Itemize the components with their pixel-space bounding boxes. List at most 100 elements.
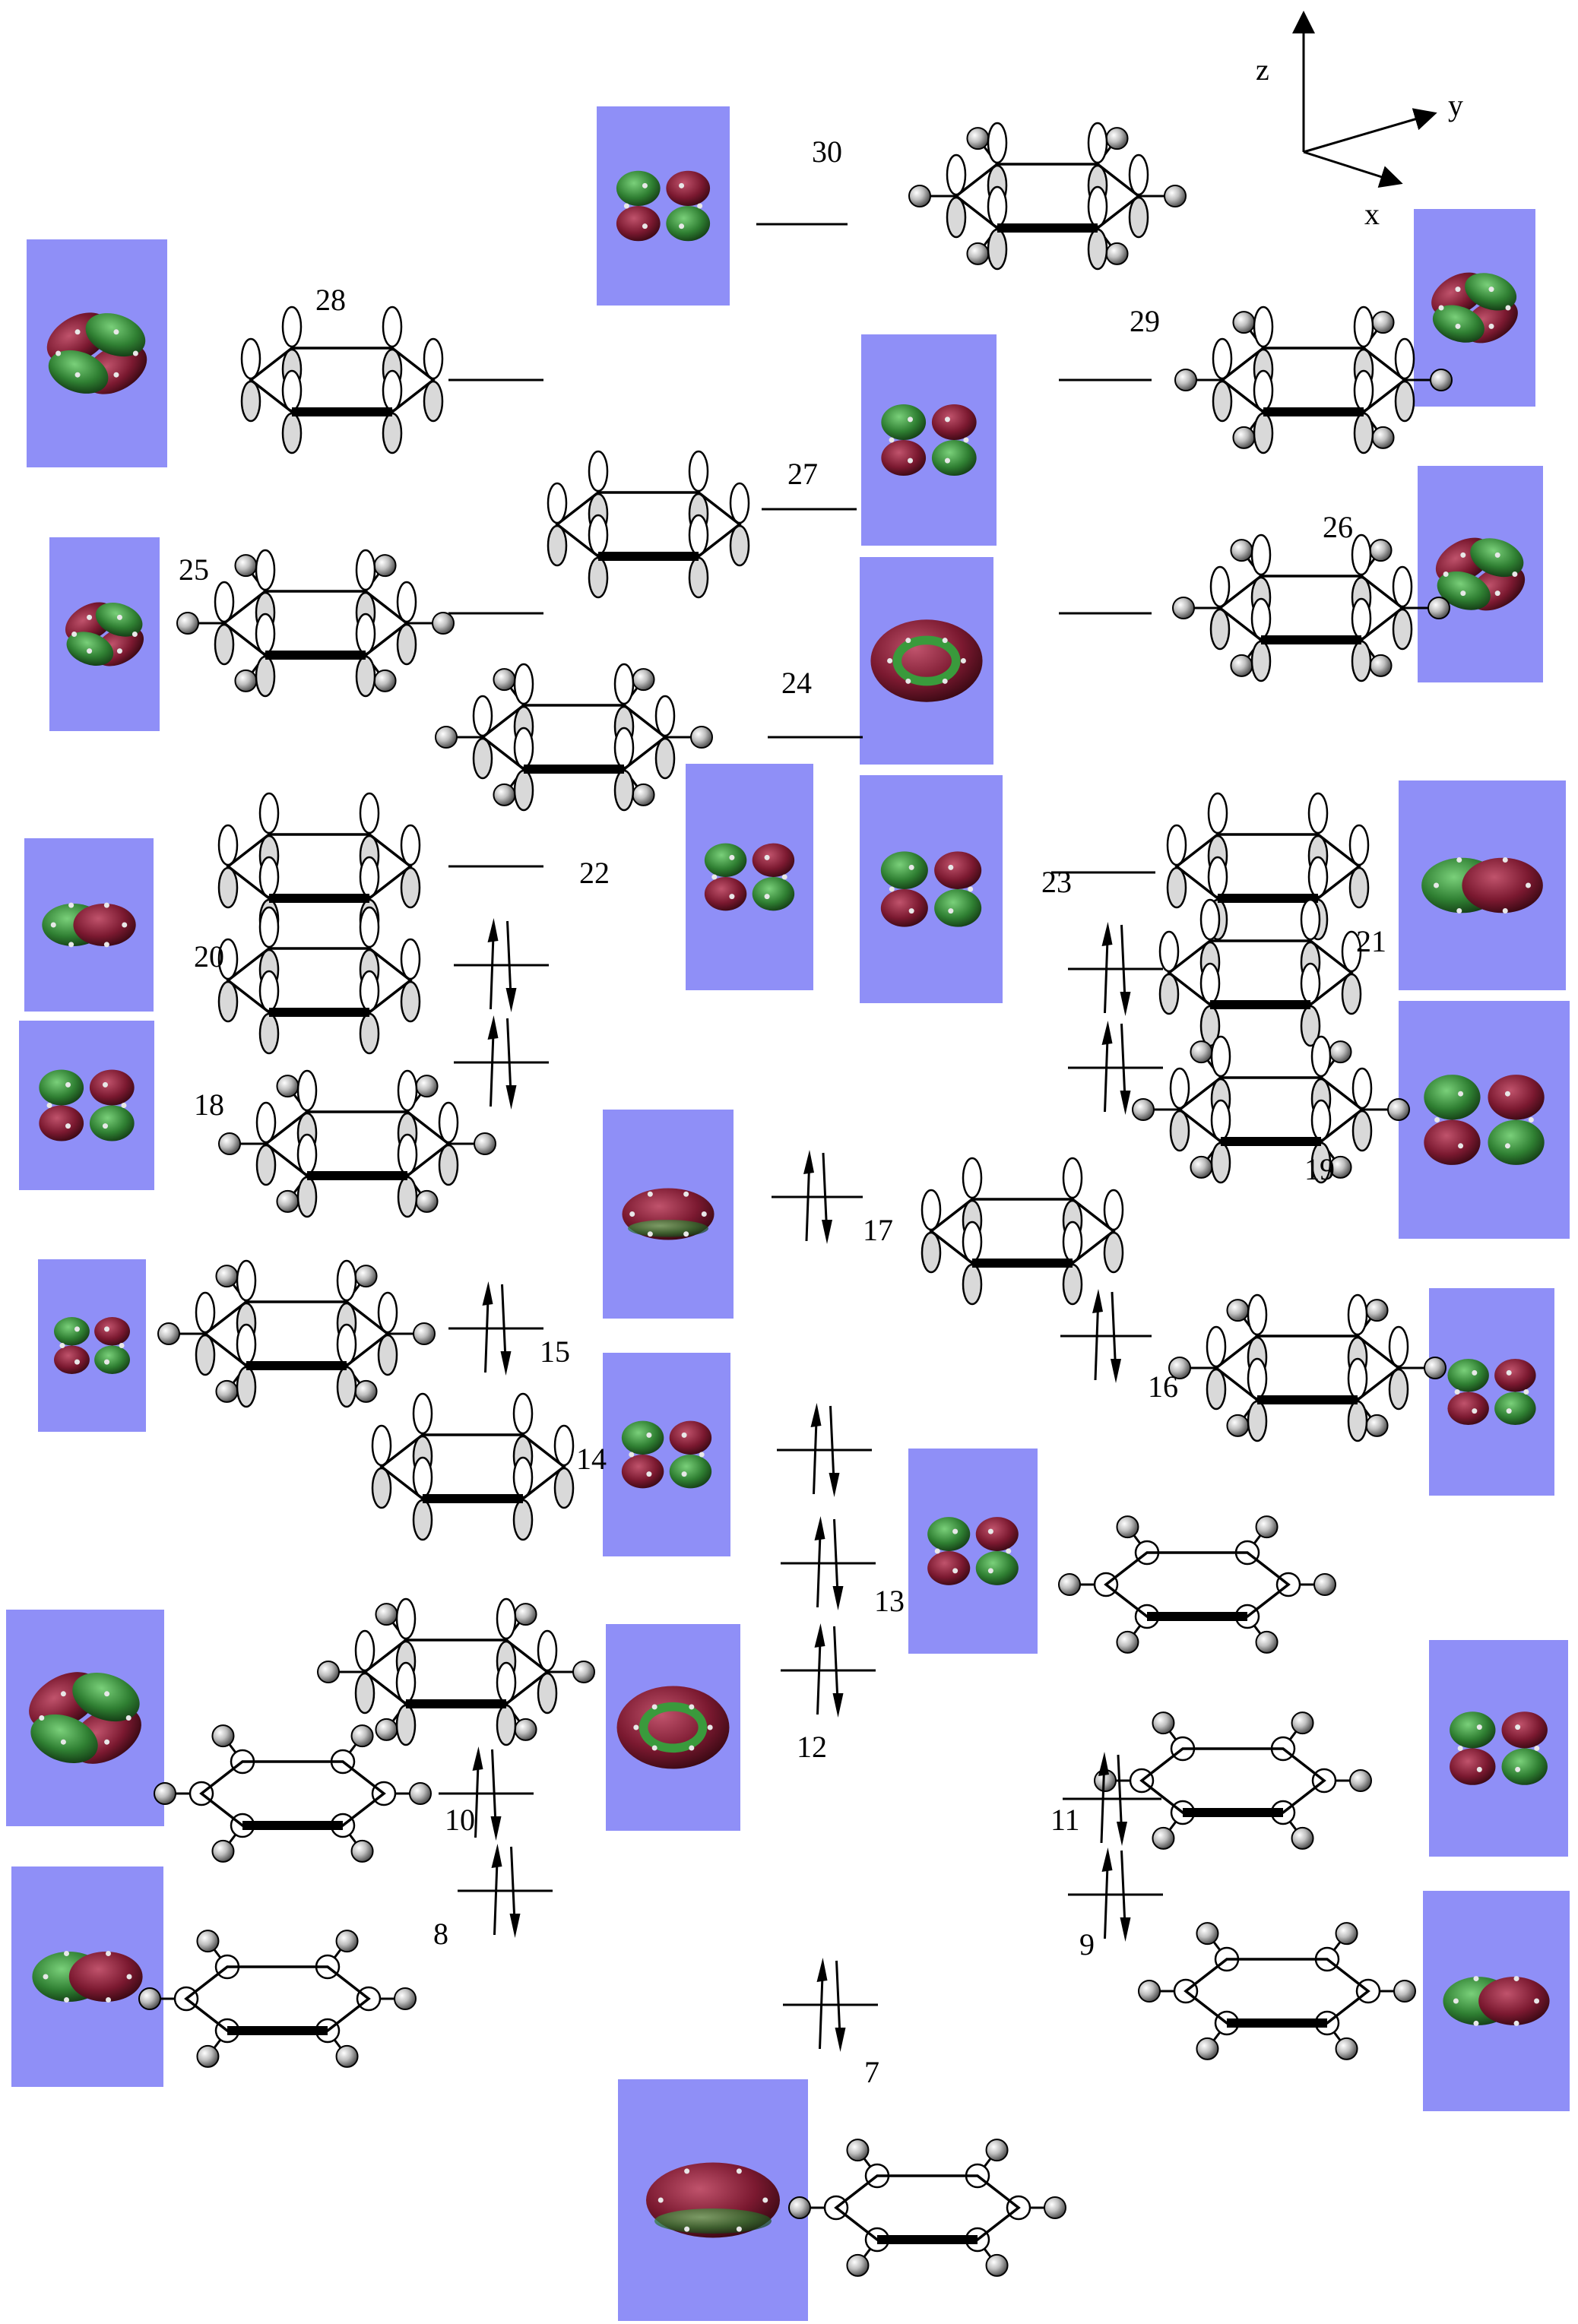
orbital-render-panels (6, 106, 1570, 2321)
energy-level-12 (781, 1623, 876, 1718)
orbital-render-panel-13 (908, 1449, 1038, 1654)
ring-sketch-11 (1094, 1711, 1372, 1850)
energy-level-16 (1060, 1289, 1152, 1383)
spin-down-arrow-8 (509, 1846, 521, 1938)
ring-sketch-22 (217, 792, 421, 941)
energy-level-21 (1068, 922, 1163, 1016)
orbital-render-panel-27 (861, 334, 997, 546)
spin-down-arrow-19 (1120, 1023, 1131, 1115)
axis-indicator: z y x (1256, 11, 1463, 231)
orbital-label-10: 10 (445, 1803, 475, 1837)
spin-down-arrow-15 (500, 1284, 512, 1376)
orbital-render-panel-20 (24, 838, 154, 1012)
orbital-render-panel-25 (49, 537, 160, 731)
energy-level-19 (1068, 1021, 1163, 1115)
ring-sketch-23 (1166, 792, 1370, 941)
spin-down-arrow-10 (490, 1749, 502, 1841)
orbital-label-14: 14 (576, 1442, 607, 1476)
axis-label-z: z (1256, 52, 1269, 87)
spin-up-arrow-15 (482, 1281, 493, 1373)
orbital-label-9: 9 (1079, 1927, 1095, 1961)
spin-up-arrow-12 (814, 1623, 825, 1715)
spin-up-arrow-18 (487, 1015, 499, 1107)
spin-down-arrow-12 (832, 1626, 844, 1718)
spin-down-arrow-20 (505, 920, 517, 1012)
orbital-label-26: 26 (1323, 510, 1353, 544)
ring-sketch-10 (154, 1724, 432, 1863)
orbital-render-panel-23 (860, 775, 1003, 1003)
orbital-label-15: 15 (540, 1335, 570, 1369)
orbital-render-panel-16 (1429, 1288, 1554, 1496)
energy-level-18 (454, 1015, 549, 1110)
orbital-label-30: 30 (812, 135, 842, 169)
orbital-label-11: 11 (1050, 1803, 1080, 1837)
ring-sketch-17 (920, 1157, 1124, 1306)
orbital-label-17: 17 (863, 1213, 893, 1247)
spin-down-arrow-17 (822, 1152, 832, 1244)
orbital-label-20: 20 (194, 939, 224, 974)
orbital-label-18: 18 (194, 1088, 224, 1122)
spin-down-arrow-18 (505, 1018, 517, 1110)
orbital-label-29: 29 (1130, 304, 1160, 338)
orbital-render-panel-10 (6, 1610, 164, 1826)
spin-down-arrow-13 (832, 1518, 844, 1610)
spin-up-arrow-10 (472, 1746, 483, 1838)
ring-sketch-21 (1158, 898, 1362, 1047)
orbital-label-23: 23 (1041, 865, 1072, 899)
ring-sketch-30 (908, 122, 1187, 271)
orbital-label-28: 28 (315, 283, 346, 317)
spin-up-arrow-14 (810, 1403, 822, 1495)
spin-up-arrow-11 (1098, 1752, 1109, 1844)
ring-sketch-25 (176, 549, 455, 698)
spin-down-arrow-9 (1120, 1850, 1131, 1942)
spin-up-arrow-21 (1101, 922, 1113, 1014)
energy-level-14 (777, 1403, 872, 1497)
orbital-label-13: 13 (874, 1584, 905, 1618)
ring-sketch-26 (1172, 534, 1450, 682)
ring-sketch-15 (157, 1259, 436, 1408)
ring-sketch-29 (1174, 306, 1453, 454)
spin-up-arrow-9 (1101, 1847, 1113, 1939)
axis-label-x: x (1364, 197, 1380, 231)
ring-sketch-8 (138, 1930, 417, 2068)
orbital-number-labels: 30 28 29 27 26 25 24 22 23 21 20 18 19 1… (179, 135, 1386, 2089)
orbital-label-21: 21 (1356, 924, 1386, 958)
orbital-label-12: 12 (797, 1730, 827, 1764)
spin-down-arrow-21 (1120, 924, 1131, 1016)
orbital-render-panel-7 (618, 2079, 808, 2321)
spin-up-arrow-17 (803, 1150, 814, 1242)
orbital-render-panel-14 (603, 1353, 730, 1556)
ring-sketches (138, 122, 1453, 2277)
orbital-render-panel-8 (11, 1866, 163, 2087)
axis-label-y: y (1448, 88, 1463, 122)
energy-level-9 (1068, 1847, 1163, 1942)
ring-sketch-12 (317, 1597, 595, 1746)
orbital-label-19: 19 (1304, 1152, 1335, 1186)
ring-sketch-9 (1138, 1922, 1416, 2060)
orbital-render-panel-28 (27, 239, 167, 467)
orbital-label-27: 27 (787, 457, 818, 491)
orbital-render-panel-24 (860, 557, 993, 765)
orbital-render-panel-17 (603, 1110, 734, 1319)
orbital-render-panel-9 (1423, 1891, 1570, 2111)
orbital-label-25: 25 (179, 553, 209, 587)
spin-down-arrow-11 (1117, 1754, 1127, 1846)
ring-sketch-14 (371, 1392, 575, 1541)
orbital-render-panel-19 (1399, 1001, 1570, 1239)
ring-sketch-19 (1132, 1035, 1410, 1184)
orbital-label-7: 7 (864, 2055, 879, 2089)
orbital-render-panel-30 (597, 106, 730, 306)
spin-up-arrow-13 (814, 1516, 825, 1608)
energy-level-15 (448, 1281, 543, 1376)
orbital-render-panel-22 (686, 764, 813, 990)
ring-sketch-18 (218, 1069, 496, 1218)
ring-sketch-7 (788, 2139, 1066, 2277)
energy-level-7 (783, 1958, 878, 2052)
spin-up-arrow-19 (1101, 1021, 1113, 1113)
spin-up-arrow-16 (1092, 1289, 1103, 1381)
ring-sketch-24 (435, 663, 713, 812)
ring-sketch-20 (217, 906, 421, 1055)
energy-level-8 (458, 1844, 553, 1938)
energy-level-17 (772, 1150, 863, 1244)
